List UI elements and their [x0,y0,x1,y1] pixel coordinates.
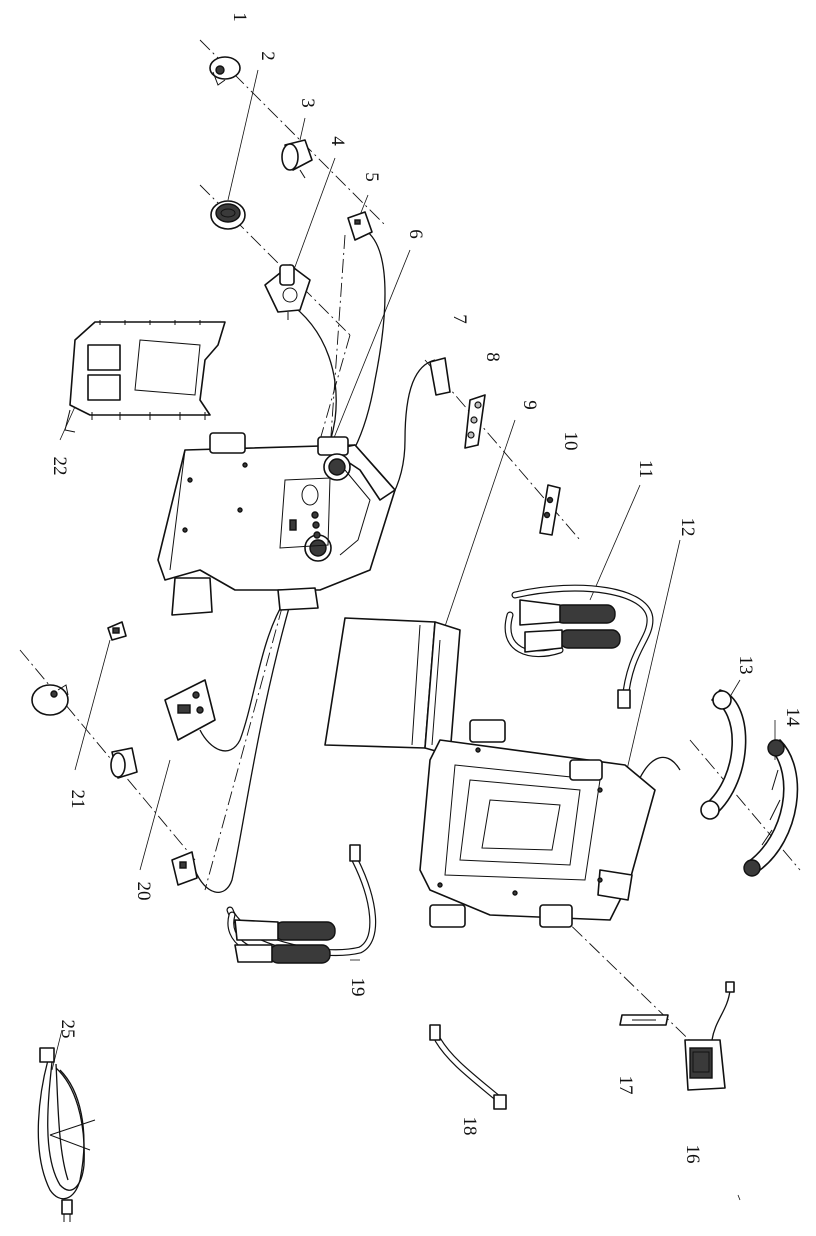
part-3-cylinder [281,139,313,179]
callout-18: 18 [459,1116,480,1136]
part-10-bracket [539,484,561,536]
callout-21: 21 [67,789,88,809]
callout-12: 12 [677,517,698,537]
callout-22: 22 [49,456,70,476]
part-13-handle [700,689,747,820]
callout-14: 14 [782,707,803,727]
main-housing-top [157,432,396,616]
stray-mark [737,1194,741,1201]
part-7-block [429,357,451,396]
part-2-socket [210,200,246,230]
callout-6: 6 [405,229,426,239]
part-1-cap [209,56,241,86]
part-9-battery [324,617,461,756]
part-19-cable-clamps [226,844,377,964]
part-18-cable [429,1024,507,1110]
callout-2: 2 [257,51,278,61]
callout-25: 25 [57,1019,78,1039]
part-25-power-cord [37,1047,96,1222]
callout-5: 5 [361,172,382,182]
callout-13: 13 [735,655,756,675]
part-4-switch [264,264,311,320]
part-11-cable-clamps [504,584,654,709]
part-17-plate [619,1014,669,1026]
callout-17: 17 [615,1075,636,1095]
part-8-terminal-bar [464,394,486,449]
part-21-cap [31,684,69,716]
part-14-handle [743,739,799,877]
callout-9: 9 [519,400,540,410]
callout-3: 3 [297,98,318,108]
callout-11: 11 [635,459,656,479]
part-22-bracket [64,320,226,433]
part-16-charger [684,981,735,1091]
part-21-cylinder [110,747,138,779]
main-housing-bottom [419,719,656,928]
callout-19: 19 [347,977,368,997]
part-lower-board [171,851,198,886]
callout-10: 10 [560,431,581,451]
part-20-pcb [164,679,216,741]
callout-16: 16 [682,1144,703,1164]
callout-20: 20 [133,881,154,901]
callout-4: 4 [327,136,348,146]
part-5-board [347,211,373,241]
part-connector-small [107,621,127,641]
callout-7: 7 [449,314,470,324]
callout-1: 1 [229,12,250,22]
callout-8: 8 [482,352,503,362]
